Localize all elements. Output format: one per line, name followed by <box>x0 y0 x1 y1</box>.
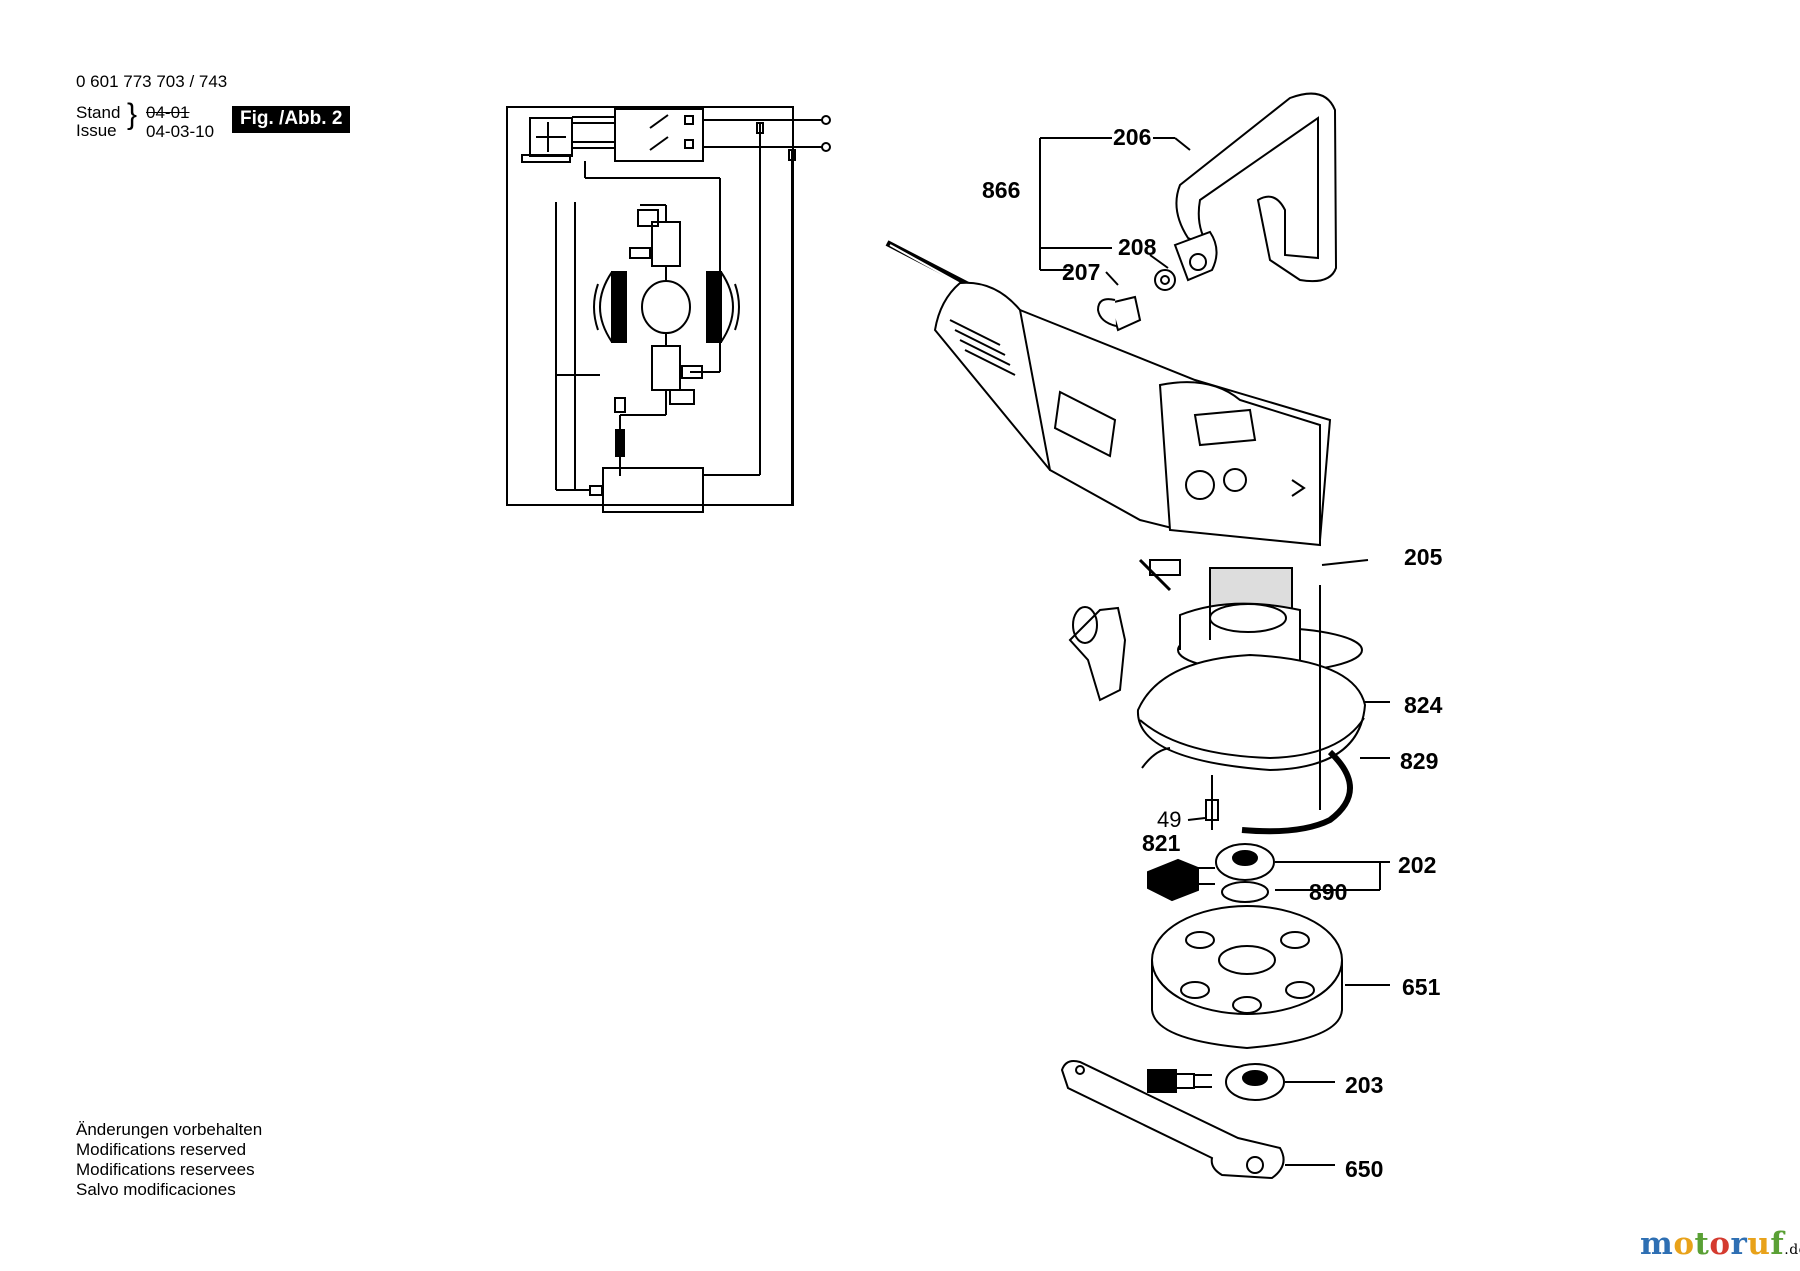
callout-206: 206 <box>1113 124 1151 150</box>
callout-650: 650 <box>1345 1156 1383 1182</box>
auxiliary-handle <box>1096 92 1338 332</box>
issue-label: Issue <box>76 121 117 140</box>
callout-205: 205 <box>1404 544 1443 570</box>
watermark-brand: motoruf <box>1640 1226 1785 1262</box>
footer-line: Modifications reserved <box>76 1140 247 1159</box>
callout-824: 824 <box>1404 692 1443 718</box>
wiring-schematic <box>506 106 831 513</box>
callout-203: 203 <box>1345 1072 1383 1098</box>
callout-202: 202 <box>1398 852 1436 878</box>
callout-49: 49 <box>1157 807 1181 832</box>
angle-grinder-body <box>885 240 1332 592</box>
figure-label: Fig. /Abb. 2 <box>232 106 351 133</box>
part-number: 0 601 773 703 / 743 <box>76 72 228 91</box>
callout-821: 821 <box>1142 830 1181 856</box>
footer-notes: Änderungen vorbehalten Modifications res… <box>76 1120 262 1200</box>
callout-207: 207 <box>1062 259 1100 285</box>
issue-date: 04-03-10 <box>146 122 215 141</box>
stand-date: 04-01 <box>146 103 190 122</box>
footer-line: Modifications reservees <box>76 1160 255 1179</box>
callout-651: 651 <box>1402 974 1441 1000</box>
screw-49 <box>1205 775 1219 830</box>
spanner-650 <box>1060 1060 1285 1180</box>
callout-829: 829 <box>1400 748 1438 774</box>
watermark-tld: .de <box>1784 1242 1800 1258</box>
clamping-nut-203 <box>1147 1063 1285 1101</box>
stand-label: Stand <box>76 103 121 122</box>
callout-labels: 206 866 208 207 205 824 829 49 821 202 8… <box>982 124 1443 1182</box>
leader-lines <box>1039 137 1390 1166</box>
guard-824 <box>1068 567 1367 772</box>
callout-208: 208 <box>1118 234 1157 260</box>
callout-890: 890 <box>1309 879 1347 905</box>
flange-202 <box>1147 843 1275 903</box>
footer-line: Änderungen vorbehalten <box>76 1120 263 1139</box>
brush-ring-829 <box>1141 747 1353 835</box>
footer-line: Salvo modificaciones <box>76 1180 236 1199</box>
watermark-logo: motoruf.de <box>1640 1226 1800 1262</box>
brace-icon: } <box>127 98 138 131</box>
callout-866: 866 <box>982 177 1020 203</box>
cup-wheel-651 <box>1151 905 1343 1050</box>
